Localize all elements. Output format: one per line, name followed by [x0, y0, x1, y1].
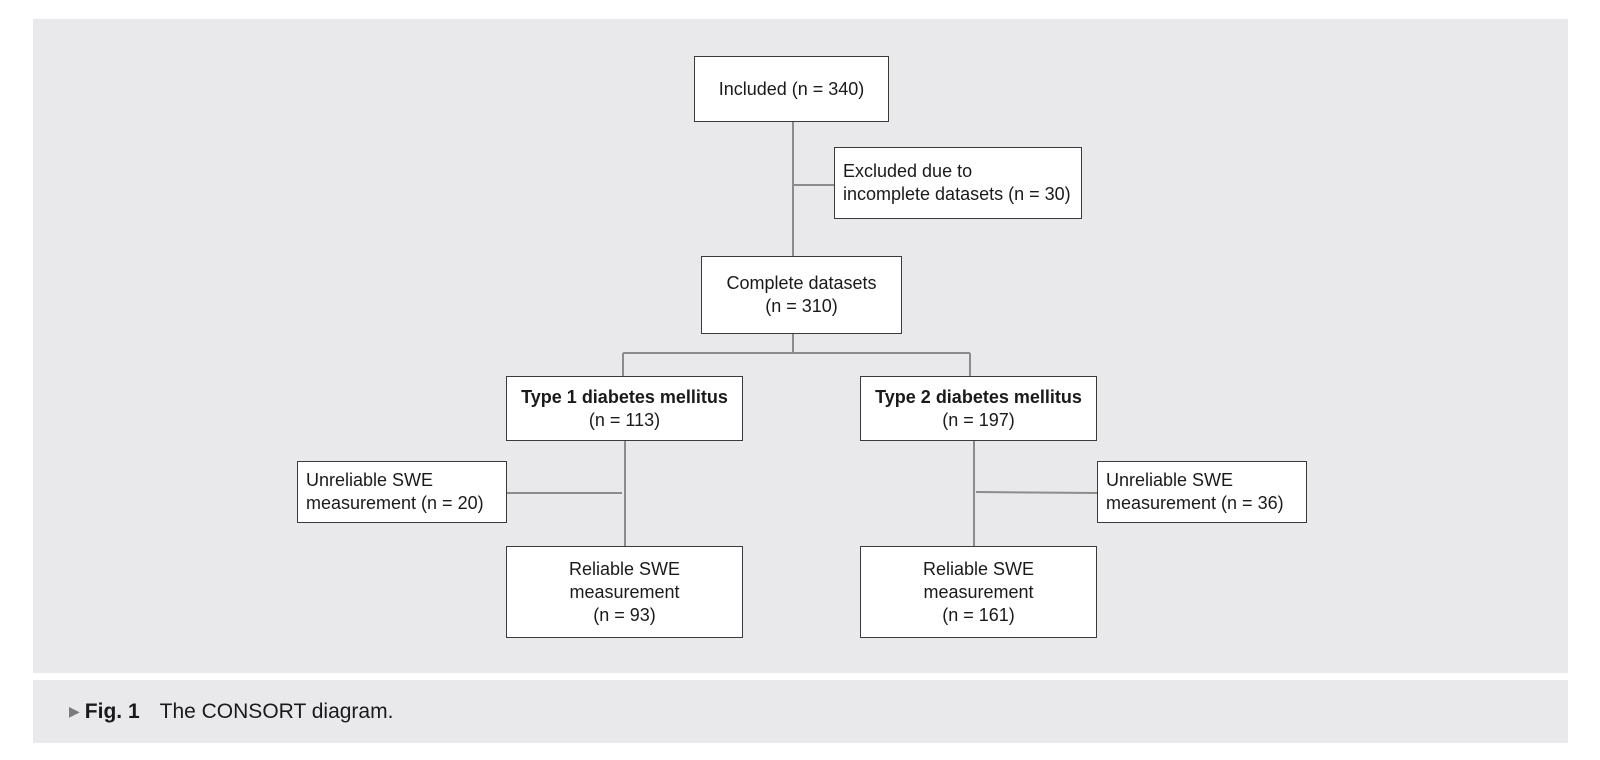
unreliable2-box: Unreliable SWE measurement (n = 36) [1097, 461, 1307, 523]
type2-title: Type 2 diabetes mellitus [875, 386, 1082, 407]
unreliable2-line1: Unreliable SWE [1106, 470, 1234, 490]
caption-text: The CONSORT diagram. [159, 699, 394, 723]
type2-box: Type 2 diabetes mellitus (n = 197) [860, 376, 1097, 441]
excluded-label-line1: Excluded due to [843, 161, 973, 181]
included-label: Included (n = 340) [718, 78, 865, 99]
reliable2-box: Reliable SWE measurement (n = 161) [860, 546, 1097, 638]
type1-box: Type 1 diabetes mellitus (n = 113) [506, 376, 743, 441]
reliable2-count: (n = 161) [942, 604, 1015, 625]
caption-arrow-icon: ▶ [69, 703, 80, 719]
figure-panel [33, 19, 1568, 673]
caption-label: Fig. 1 [84, 699, 140, 723]
complete-datasets-box: Complete datasets (n = 310) [701, 256, 902, 334]
connector-to-unreliable2 [975, 491, 1098, 494]
unreliable1-line2: measurement (n = 20) [306, 493, 484, 513]
figure-caption: ▶ Fig. 1 The CONSORT diagram. [33, 680, 1568, 743]
excluded-box: Excluded due to incomplete datasets (n =… [834, 147, 1082, 219]
reliable1-count: (n = 93) [593, 604, 656, 625]
unreliable2-line2: measurement (n = 36) [1106, 493, 1284, 513]
type1-title: Type 1 diabetes mellitus [521, 386, 728, 407]
reliable1-line1: Reliable SWE [568, 558, 681, 579]
complete-label: Complete datasets [726, 273, 877, 293]
unreliable1-box: Unreliable SWE measurement (n = 20) [297, 461, 507, 523]
unreliable1-line1: Unreliable SWE [306, 470, 434, 490]
type2-count: (n = 197) [942, 409, 1015, 430]
complete-count: (n = 310) [765, 296, 838, 316]
type1-count: (n = 113) [588, 409, 661, 430]
excluded-label-line2: incomplete datasets (n = 30) [843, 184, 1071, 204]
reliable1-line2: measurement [569, 581, 680, 602]
included-box: Included (n = 340) [694, 56, 889, 122]
reliable1-box: Reliable SWE measurement (n = 93) [506, 546, 743, 638]
reliable2-line2: measurement [923, 581, 1034, 602]
reliable2-line1: Reliable SWE [922, 558, 1035, 579]
